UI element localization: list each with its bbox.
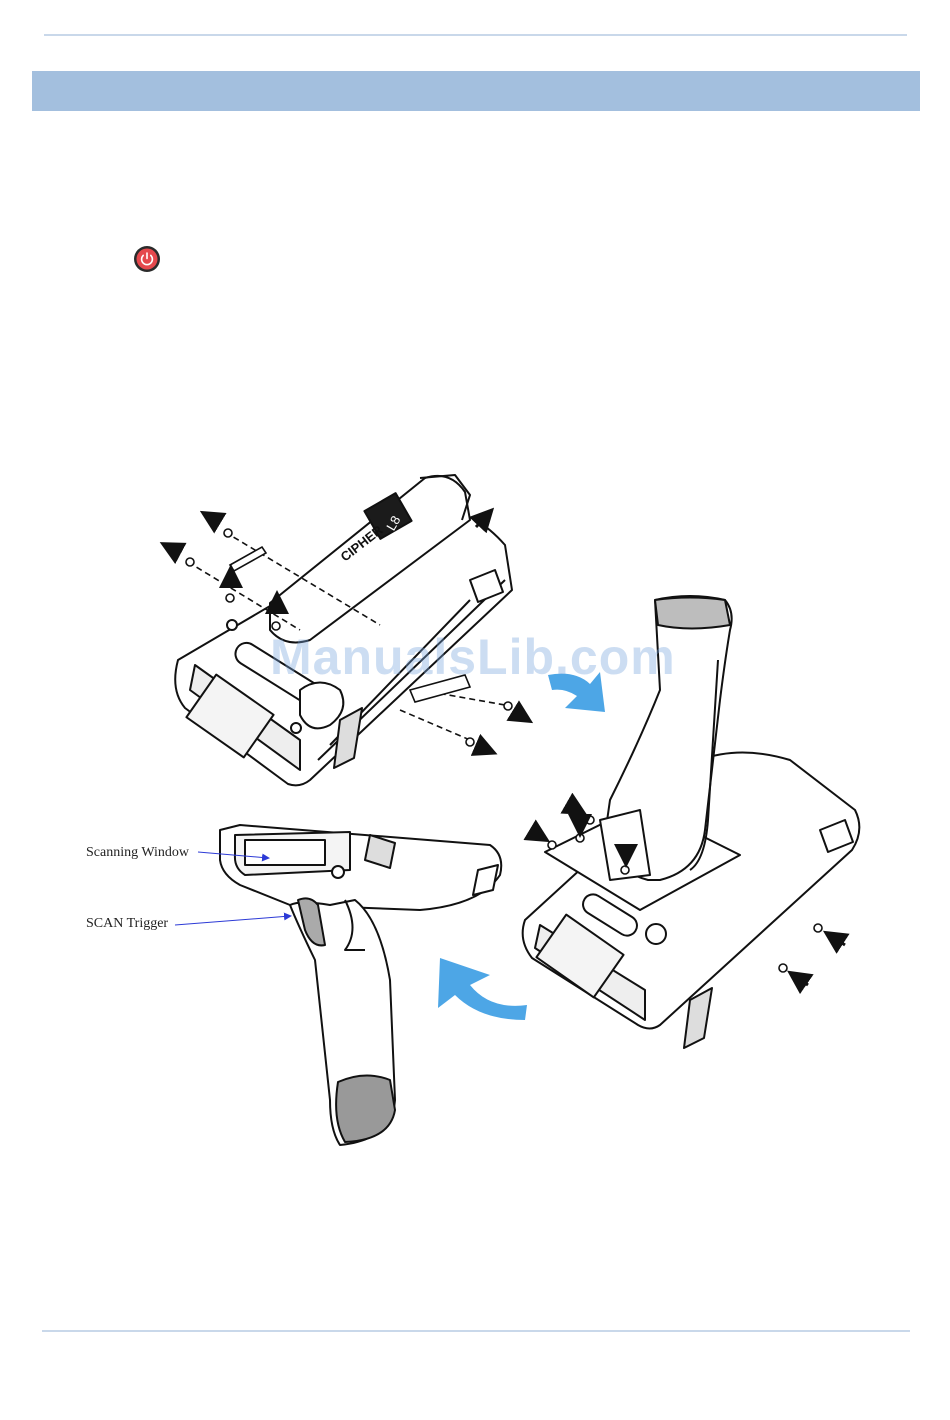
- watermark: ManualsLib.com: [270, 628, 676, 686]
- bottom-rule: [42, 1330, 910, 1332]
- scan-trigger-leader: [175, 916, 290, 925]
- scanning-window-label: Scanning Window: [86, 845, 189, 861]
- scan-trigger-label: SCAN Trigger: [86, 916, 168, 932]
- curved-arrow-icon: [438, 958, 527, 1020]
